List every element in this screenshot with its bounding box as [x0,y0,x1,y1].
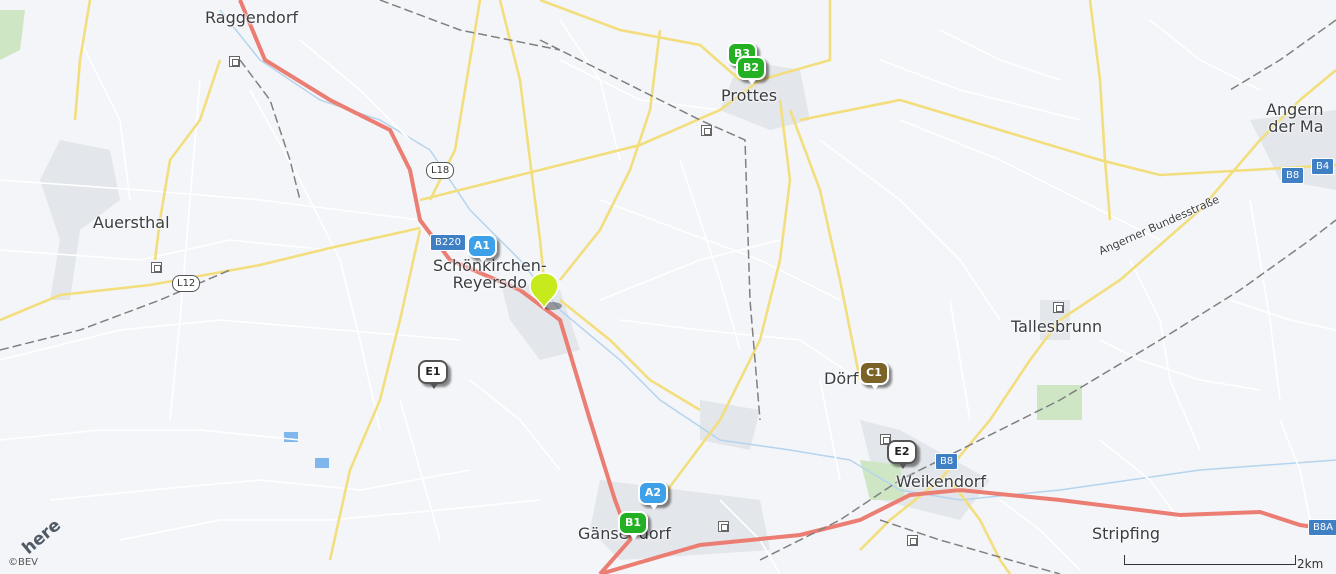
station-icon [151,262,162,273]
road-shield-b8-east: B8 [1281,167,1305,184]
place-label-tallesbrunn: Tallesbrunn [1011,317,1103,336]
map-marker-a2[interactable]: A2 [638,481,668,510]
pin-body [529,272,559,310]
place-label-angern: Angern der Ma [1266,100,1324,136]
place-label-weikendorf: Weikendorf [896,472,987,491]
map-marker-b1[interactable]: B1 [618,511,648,540]
place-label-doerfles: Dörf [824,369,859,388]
road-shield-b220: B220 [430,234,466,251]
map-marker-a1[interactable]: A1 [467,234,497,263]
station-icon [718,521,729,532]
scale-label: 2km [1297,557,1324,571]
station-icon [907,535,918,546]
road-shield-l12: L12 [172,275,201,292]
scale-bar [1124,555,1296,565]
map-marker-e2[interactable]: E2 [887,440,917,469]
station-icon [229,56,240,67]
map-marker-c1[interactable]: C1 [859,361,889,390]
place-label-stripfing: Stripfing [1092,524,1160,543]
map-marker-b2[interactable]: B2 [736,56,766,85]
station-icon [701,125,712,136]
place-label-auersthal: Auersthal [93,213,170,232]
water-bodies [284,432,329,468]
minor-roads [0,19,1336,574]
road-shield-b8-weikendorf: B8 [935,453,959,470]
location-pin-icon[interactable] [526,270,566,314]
copyright-text: ©BEV [8,557,39,568]
highways [238,0,1336,574]
station-icon [1053,302,1064,313]
place-label-schoenkirchen: Schönkirchen- Reyersdo [433,256,547,292]
road-shield-b8a: B8A [1308,519,1336,536]
road-shield-l18: L18 [426,162,455,179]
place-label-prottes: Prottes [721,86,778,105]
road-shield-b4: B4 [1311,158,1335,175]
place-label-raggendorf: Raggendorf [205,8,299,27]
map-marker-e1[interactable]: E1 [418,360,448,389]
